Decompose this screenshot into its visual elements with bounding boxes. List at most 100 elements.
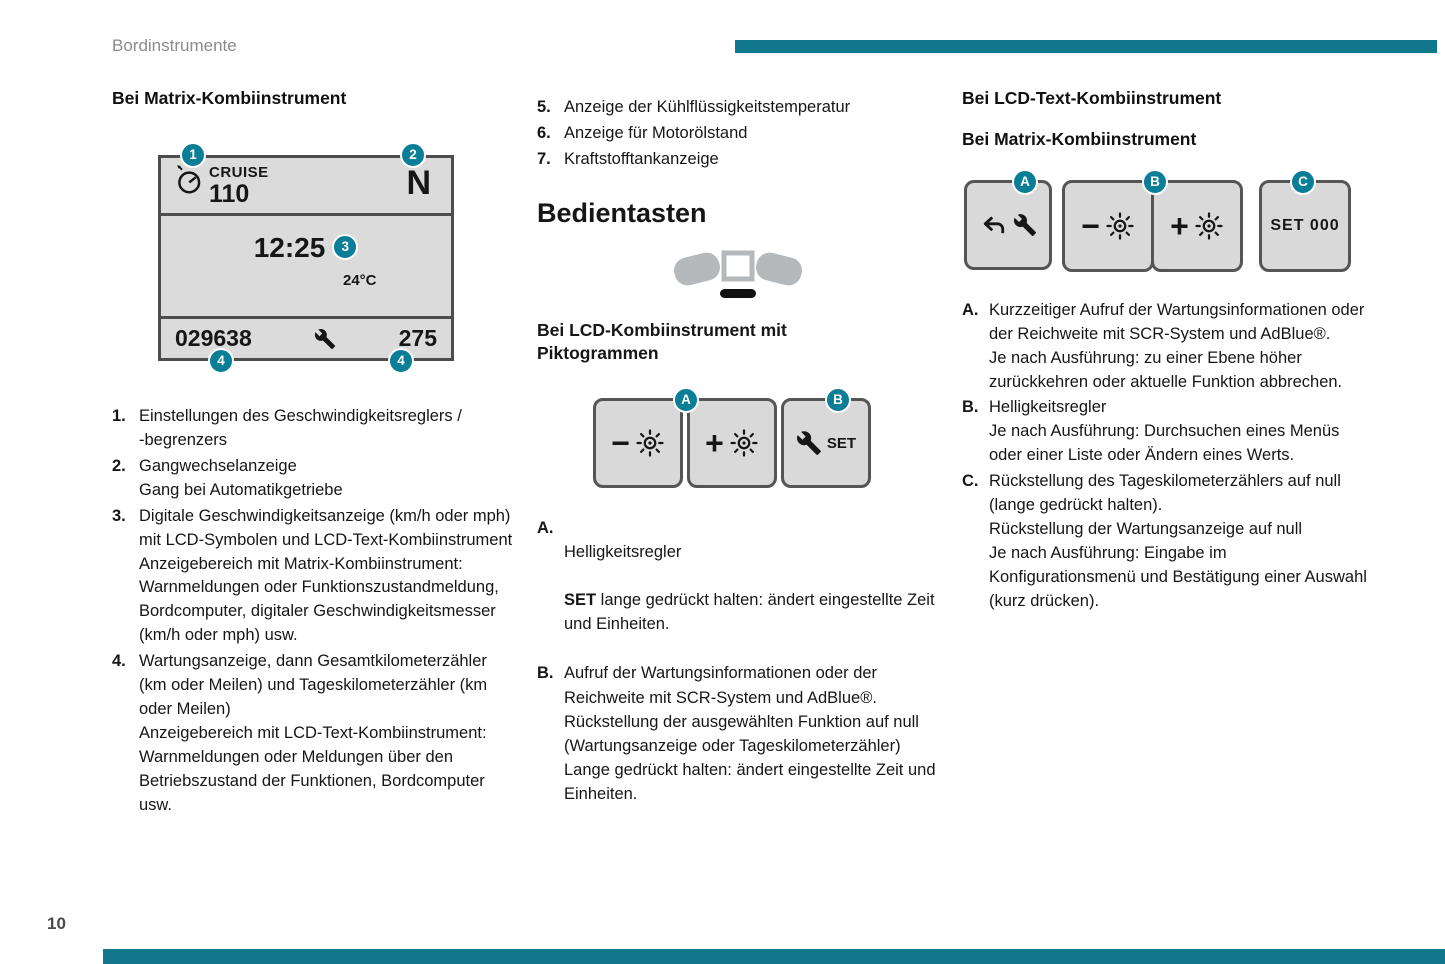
page-number: 10 bbox=[47, 914, 66, 933]
trip-value: 275 bbox=[398, 325, 437, 351]
item-letter: C. bbox=[962, 471, 979, 490]
back-arrow-icon bbox=[983, 216, 1004, 234]
brightness-plus-button: + bbox=[687, 398, 777, 489]
set-reset-button: SET 000 bbox=[1259, 180, 1351, 272]
back-maintenance-button bbox=[964, 180, 1052, 270]
item-letter: B. bbox=[537, 664, 554, 683]
running-header: Bordinstrumente bbox=[112, 36, 237, 55]
callout-badge-a: A bbox=[1012, 169, 1038, 195]
item-text: Anzeige für Motorölstand bbox=[564, 123, 748, 142]
list-item: A. Helligkeitsregler SET lange gedrückt … bbox=[537, 516, 939, 660]
entry-a-line1: Helligkeitsregler bbox=[564, 543, 682, 562]
list-item: A. Kurzzeitiger Aufruf der Wartungsinfor… bbox=[962, 298, 1376, 394]
steering-wheel-icon bbox=[674, 250, 802, 298]
list-item: 6. Anzeige für Motorölstand bbox=[537, 122, 939, 146]
sun-icon bbox=[1195, 212, 1223, 240]
item-text: Helligkeitsregler Je nach Ausführung: Du… bbox=[989, 398, 1340, 465]
callout-badge-b: B bbox=[1142, 169, 1168, 195]
col3-heading-lcd: Bei LCD-Text-Kombiinstrument bbox=[962, 88, 1222, 108]
cluster-top-band: CRUISE 110 N bbox=[161, 158, 451, 216]
col2-subheading: Bei LCD-Kombiinstrument mit Piktogrammen bbox=[537, 319, 787, 364]
list-item: B. Aufruf der Wartungsinformationen oder… bbox=[537, 661, 939, 805]
item-text: Einstellungen des Geschwindigkeitsregler… bbox=[139, 407, 462, 449]
cruise-label: CRUISE bbox=[209, 164, 269, 181]
top-accent-bar bbox=[735, 40, 1437, 53]
cluster-bottom-band: 029638 275 bbox=[161, 316, 451, 358]
minus-icon: − bbox=[1081, 208, 1100, 244]
entry-a-line2: SET lange gedrückt halten: ändert einges… bbox=[564, 588, 939, 636]
callout-badge-b: B bbox=[825, 387, 851, 414]
item-text: Kraftstofftankanzeige bbox=[564, 149, 719, 168]
list-item: 3. Digitale Geschwindigkeitsanzeige (km/… bbox=[112, 505, 514, 649]
list-item: 2. Gangwechselanzeige Gang bei Automatik… bbox=[112, 455, 514, 503]
clock-value: 12:25 bbox=[253, 232, 326, 263]
callout-badge-a: A bbox=[673, 387, 699, 414]
brightness-minus-button: − bbox=[1062, 180, 1154, 272]
brightness-minus-button: − bbox=[593, 398, 683, 489]
bottom-accent-bar bbox=[103, 949, 1445, 964]
item-letter: A. bbox=[962, 301, 979, 319]
legend-list-5-7: 5. Anzeige der Kühlflüssigkeitstemperatu… bbox=[537, 96, 939, 174]
gear-indicator: N bbox=[406, 164, 431, 202]
item-number: 5. bbox=[537, 98, 551, 116]
lettered-list-ab: A. Helligkeitsregler SET lange gedrückt … bbox=[537, 516, 939, 807]
list-item: 5. Anzeige der Kühlflüssigkeitstemperatu… bbox=[537, 96, 939, 120]
wrench-icon bbox=[315, 328, 336, 349]
column-middle: 5. Anzeige der Kühlflüssigkeitstemperatu… bbox=[537, 88, 939, 807]
item-number: 2. bbox=[112, 456, 126, 475]
callout-badge-2: 2 bbox=[400, 142, 426, 168]
col3-heading-matrix: Bei Matrix-Kombiinstrument bbox=[962, 129, 1197, 149]
speedometer-icon bbox=[177, 165, 201, 194]
cruise-block: CRUISE 110 bbox=[173, 164, 269, 207]
brightness-plus-button: + bbox=[1151, 180, 1243, 272]
item-number: 1. bbox=[112, 407, 126, 425]
callout-badge-c: C bbox=[1290, 169, 1316, 195]
plus-icon: + bbox=[705, 425, 724, 462]
odometer-value: 029638 bbox=[175, 325, 252, 351]
item-letter: A. bbox=[537, 519, 554, 538]
item-text: Wartungsanzeige, dann Gesamtkilometerzäh… bbox=[139, 652, 488, 814]
sun-icon bbox=[730, 429, 758, 457]
set-button-label: SET 000 bbox=[1270, 217, 1340, 234]
lcd-picto-buttons-illustration: A B − + bbox=[593, 387, 871, 489]
column-right: Bei LCD-Text-Kombiinstrument Bei Matrix-… bbox=[962, 88, 1376, 614]
list-item: 7. Kraftstofftankanzeige bbox=[537, 148, 939, 172]
section-title: Bedientasten bbox=[537, 197, 707, 228]
matrix-cluster-illustration: 1 2 4 4 CRUISE 110 bbox=[158, 142, 454, 374]
item-text: Aufruf der Wartungsinformationen oder de… bbox=[564, 664, 936, 803]
maintenance-set-button: SET bbox=[781, 398, 871, 489]
matrix-buttons-illustration: A B C − bbox=[964, 169, 1351, 272]
item-text: Gangwechselanzeige Gang bei Automatikget… bbox=[139, 456, 343, 499]
list-item: B. Helligkeitsregler Je nach Ausführung:… bbox=[962, 395, 1376, 467]
sun-icon bbox=[1106, 212, 1134, 240]
item-text: Rückstellung des Tageskilometerzählers a… bbox=[989, 471, 1367, 610]
cruise-texts: CRUISE 110 bbox=[209, 164, 269, 207]
entry-a-bold: SET bbox=[564, 591, 597, 610]
item-number: 6. bbox=[537, 123, 551, 142]
list-item: 4. Wartungsanzeige, dann Gesamtkilometer… bbox=[112, 650, 514, 817]
item-number: 7. bbox=[537, 149, 551, 168]
item-text: Anzeige der Kühlflüssigkeitstemperatur bbox=[564, 98, 851, 116]
entry-a-rest: lange gedrückt halten: ändert eingestell… bbox=[564, 591, 935, 634]
item-text: Helligkeitsregler SET lange gedrückt hal… bbox=[564, 516, 939, 660]
set-button-label: SET bbox=[826, 434, 857, 452]
item-text: Digitale Geschwindigkeitsanzeige (km/h o… bbox=[139, 506, 513, 645]
list-item: 1. Einstellungen des Geschwindigkeitsreg… bbox=[112, 405, 514, 453]
wrench-icon bbox=[1013, 214, 1036, 236]
temperature-value: 24°C bbox=[343, 272, 377, 289]
legend-list-1-4: 1. Einstellungen des Geschwindigkeitsreg… bbox=[112, 405, 514, 820]
speed-value: 110 bbox=[209, 180, 250, 208]
callout-badge-4-left: 4 bbox=[208, 348, 234, 374]
column-left: Bei Matrix-Kombiinstrument 1 2 4 4 bbox=[112, 88, 514, 820]
callout-badge-1: 1 bbox=[180, 142, 206, 168]
lettered-list-abc: A. Kurzzeitiger Aufruf der Wartungsinfor… bbox=[962, 298, 1376, 614]
item-text: Kurzzeitiger Aufruf der Wartungsinformat… bbox=[989, 301, 1365, 392]
plus-icon: + bbox=[1170, 208, 1189, 244]
item-letter: B. bbox=[962, 398, 979, 417]
item-number: 4. bbox=[112, 652, 126, 671]
col1-heading: Bei Matrix-Kombiinstrument bbox=[112, 88, 347, 108]
wrench-icon bbox=[796, 431, 821, 455]
sun-icon bbox=[636, 429, 664, 457]
